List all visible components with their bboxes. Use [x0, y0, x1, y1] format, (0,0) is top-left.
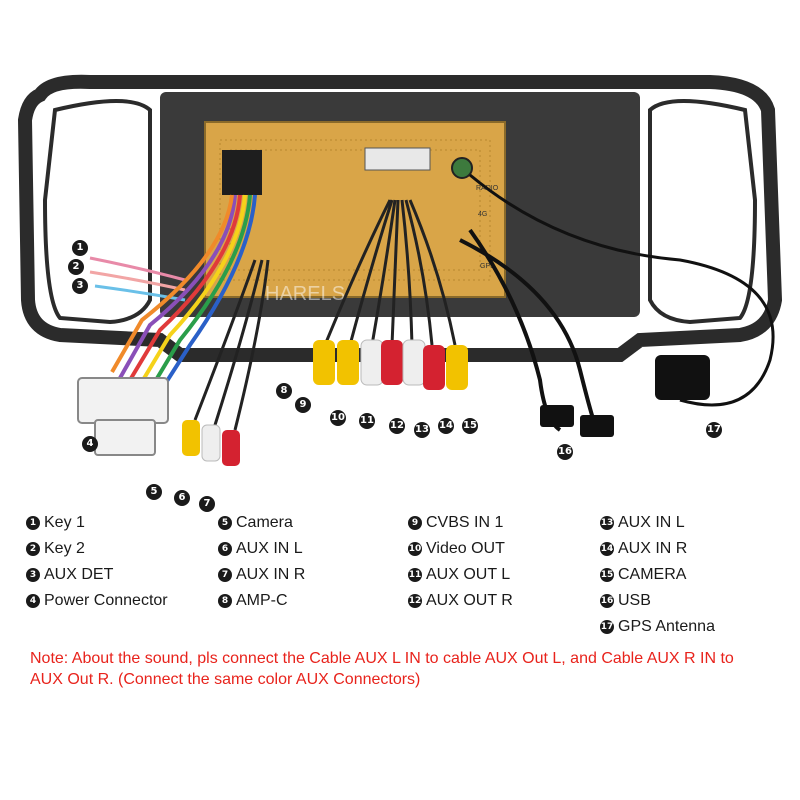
callout-11: 11 — [359, 413, 375, 429]
legend-number: 16 — [600, 594, 614, 608]
bezel-left-cutout — [42, 99, 152, 325]
legend-item: 10 Video OUT — [408, 536, 513, 562]
legend-number: 1 — [26, 516, 40, 530]
legend-item: 5 Camera — [218, 510, 305, 536]
legend-item: 11 AUX OUT L — [408, 562, 513, 588]
legend-item: 12 AUX OUT R — [408, 588, 513, 614]
legend-number: 10 — [408, 542, 422, 556]
callout-17: 17 — [706, 422, 722, 438]
legend-item: 4 Power Connector — [26, 588, 168, 614]
connection-note: Note: About the sound, pls connect the C… — [30, 650, 734, 688]
unit-label-4g: 4G — [478, 211, 487, 218]
callout-15: 15 — [462, 418, 478, 434]
callout-8: 8 — [276, 383, 292, 399]
legend-number: 3 — [26, 568, 40, 582]
callout-6: 6 — [174, 490, 190, 506]
dash-bezel-frame — [17, 74, 783, 362]
callout-10: 10 — [330, 410, 346, 426]
bezel-right-cutout — [648, 99, 758, 325]
legend-number: 5 — [218, 516, 232, 530]
legend-item: 1 Key 1 — [26, 510, 168, 536]
legend-number: 12 — [408, 594, 422, 608]
legend-item: 6 AUX IN L — [218, 536, 305, 562]
callout-3: 3 — [72, 278, 88, 294]
legend-label: Key 2 — [44, 540, 85, 557]
callout-14: 14 — [438, 418, 454, 434]
legend-number: 9 — [408, 516, 422, 530]
callout-5: 5 — [146, 484, 162, 500]
gps-antenna — [469, 173, 775, 407]
legend-item: 8 AMP-C — [218, 588, 305, 614]
legend-label: AUX IN L — [618, 514, 685, 531]
legend-item: 2 Key 2 — [26, 536, 168, 562]
legend-number: 4 — [26, 594, 40, 608]
legend-number: 14 — [600, 542, 614, 556]
legend-item: 14 AUX IN R — [600, 536, 715, 562]
power-connector-block — [77, 377, 169, 424]
callout-2: 2 — [68, 259, 84, 275]
legend-label: Power Connector — [44, 592, 168, 609]
rca-cluster-left — [182, 259, 270, 466]
unit-label-gps: GPS — [480, 263, 495, 270]
legend-item: 15 CAMERA — [600, 562, 715, 588]
callout-4: 4 — [82, 436, 98, 452]
legend-label: Camera — [236, 514, 293, 531]
legend-number: 2 — [26, 542, 40, 556]
legend-label: AUX DET — [44, 566, 114, 583]
rca-socket — [364, 147, 431, 171]
callout-12: 12 — [389, 418, 405, 434]
legend-number: 7 — [218, 568, 232, 582]
legend-label: AUX OUT L — [426, 566, 511, 583]
callout-9: 9 — [295, 397, 311, 413]
legend-label: GPS Antenna — [618, 618, 715, 635]
power-harness — [110, 194, 257, 394]
legend-label: CAMERA — [618, 566, 687, 583]
legend-number: 17 — [600, 620, 614, 634]
legend-label: USB — [618, 592, 651, 609]
legend-item: 13 AUX IN L — [600, 510, 715, 536]
legend-label: CVBS IN 1 — [426, 514, 504, 531]
callout-1: 1 — [72, 240, 88, 256]
watermark: HARELS — [265, 283, 345, 305]
rca-cluster-right — [313, 199, 468, 390]
legend-column-3: 9 CVBS IN 1 10 Video OUT 11 AUX OUT L 12 AUX… — [408, 510, 513, 614]
power-socket — [222, 150, 262, 195]
legend-label: Key 1 — [44, 514, 85, 531]
legend-number: 13 — [600, 516, 614, 530]
legend-number: 11 — [408, 568, 422, 582]
callout-16: 16 — [557, 444, 573, 460]
legend-item: 16 USB — [600, 588, 715, 614]
callout-13: 13 — [414, 422, 430, 438]
legend-number: 15 — [600, 568, 614, 582]
legend-label: AUX IN L — [236, 540, 303, 557]
legend-column-4: 13 AUX IN L 14 AUX IN R 15 CAMERA 16 USB 17 G… — [600, 510, 715, 640]
radio-socket — [451, 157, 473, 179]
legend-label: Video OUT — [426, 540, 505, 557]
legend-label: AUX IN R — [618, 540, 688, 557]
legend-label: AUX IN R — [236, 566, 306, 583]
callout-7: 7 — [199, 496, 215, 512]
legend-column-2: 5 Camera 6 AUX IN L 7 AUX IN R 8 AMP-C — [218, 510, 305, 614]
legend-number: 8 — [218, 594, 232, 608]
wiring-diagram: RADIO 4G GPS HARELS — [17, 74, 783, 512]
legend-item: 9 CVBS IN 1 — [408, 510, 513, 536]
usb-cables — [459, 228, 614, 437]
legend-item: 7 AUX IN R — [218, 562, 305, 588]
legend-item: 3 AUX DET — [26, 562, 168, 588]
legend-number: 6 — [218, 542, 232, 556]
legend-label: AMP-C — [236, 592, 288, 609]
legend-item: 17 GPS Antenna — [600, 614, 715, 640]
legend-column-1: 1 Key 1 2 Key 2 3 AUX DET 4 Power Connector — [26, 510, 168, 614]
legend-label: AUX OUT R — [426, 592, 513, 609]
